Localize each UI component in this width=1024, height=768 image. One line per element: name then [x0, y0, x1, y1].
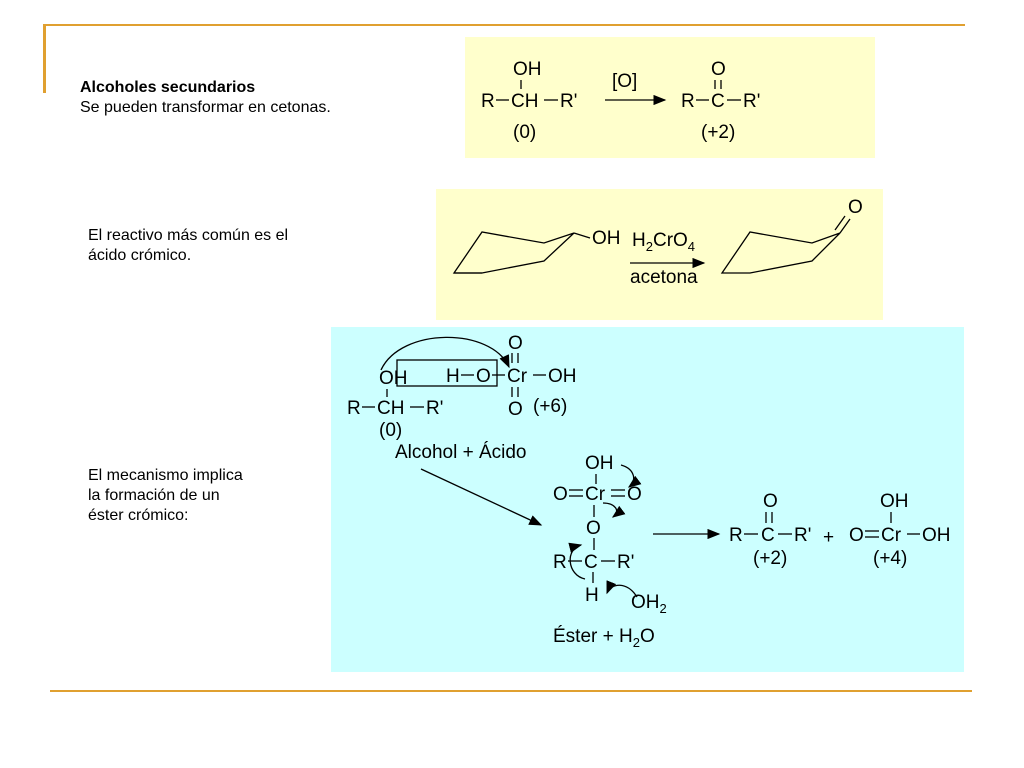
reactant-oxidation-state: (0) — [513, 122, 536, 143]
water-deprotonation-arrow — [606, 580, 638, 598]
acid-oxidation-state: (+6) — [533, 396, 567, 417]
plus-sign: + — [823, 527, 834, 548]
ester-oh: OH — [585, 453, 614, 474]
left-accent-bar — [43, 24, 46, 93]
ester-h: H — [585, 585, 599, 606]
cr4-oh: OH — [922, 525, 951, 546]
product-o: O — [711, 59, 726, 80]
cr4-oxidation-state: (+4) — [873, 548, 907, 569]
reactant-oh: OH — [513, 59, 542, 80]
top-divider — [43, 24, 965, 26]
cr4-cr: Cr — [881, 525, 902, 546]
cyclohexanone-ring — [720, 231, 841, 274]
mechanism-line-1: El mecanismo implica — [88, 467, 243, 484]
nucleophilic-attack-arrow — [380, 336, 510, 371]
ester-label: Éster + H2O — [553, 626, 655, 650]
section-description: Se pueden transformar en cetonas. — [80, 99, 331, 116]
product-r: R — [681, 91, 695, 112]
product-c: C — [711, 91, 725, 112]
section-secondary-alcohols: Alcoholes secundarios Se pueden transfor… — [80, 78, 331, 118]
product-oxidation-state: (+2) — [701, 122, 735, 143]
reagent-line-1: El reactivo más común es el — [88, 227, 289, 244]
mechanism-panel: OH R CH R' (0) H O Cr OH O O (+6) Alcoho… — [331, 327, 964, 672]
water: OH2 — [631, 592, 667, 616]
acid-h: H — [446, 366, 460, 387]
alcohol-oxidation-state: (0) — [379, 420, 402, 441]
ester-o-link: O — [586, 518, 601, 539]
solvent-label: acetona — [630, 267, 698, 288]
acid-bottom-o: O — [508, 399, 523, 420]
ketone-o: O — [763, 491, 778, 512]
product-r2: R' — [743, 91, 760, 112]
reactant-r2: R' — [560, 91, 577, 112]
mechanism-line-2: la formación de un — [88, 487, 220, 504]
chromic-acid-formula: H2CrO4 — [632, 230, 695, 254]
ketone-r2: R' — [794, 525, 811, 546]
proton-transfer-box — [396, 359, 498, 387]
electron-push-arrow-cr — [602, 502, 626, 518]
alcohol-ch: CH — [377, 398, 404, 419]
section-mechanism: El mecanismo implica la formación de un … — [88, 466, 243, 526]
ketone-r: R — [729, 525, 743, 546]
chromic-acid-panel: OH H2CrO4 acetona O — [436, 189, 883, 320]
acid-cr: Cr — [507, 366, 528, 387]
acid-top-o: O — [508, 333, 523, 354]
general-oxidation-panel: OH R CH R' (0) [O] O R C R' (+2) — [465, 37, 875, 158]
ketone-oxidation-state: (+2) — [753, 548, 787, 569]
alcohol-r: R — [347, 398, 361, 419]
cyclohexanol-oh: OH — [592, 228, 621, 249]
oxidant-label: [O] — [612, 71, 637, 92]
ester-cr: Cr — [585, 484, 606, 505]
ester-r2: R' — [617, 552, 634, 573]
acid-oh: OH — [548, 366, 577, 387]
reagent-line-2: ácido crómico. — [88, 247, 192, 264]
ester-o-left: O — [553, 484, 568, 505]
ester-o-right: O — [627, 484, 642, 505]
cyclohexanone-co-bond-b — [834, 215, 846, 231]
reactant-ch: CH — [511, 91, 538, 112]
mechanism-line-3: éster crómico: — [88, 507, 189, 524]
alcohol-oh: OH — [379, 368, 408, 389]
ester-formation-arrow — [420, 468, 543, 526]
ester-c: C — [584, 552, 598, 573]
alcohol-r2: R' — [426, 398, 443, 419]
section-reagent: El reactivo más común es el ácido crómic… — [88, 226, 288, 266]
step1-label: Alcohol + Ácido — [395, 442, 527, 463]
cyclohexanol-oh-bond — [573, 232, 591, 239]
ester-r: R — [553, 552, 567, 573]
cyclohexanone-co-bond-a — [839, 218, 851, 234]
electron-push-arrow-ch — [568, 542, 586, 580]
bottom-divider — [50, 690, 972, 692]
ketone-c: C — [761, 525, 775, 546]
cr4-o: O — [849, 525, 864, 546]
reactant-r: R — [481, 91, 495, 112]
cyclohexanol-ring — [452, 231, 575, 274]
electron-push-arrow-top — [620, 464, 642, 488]
cr4-top-oh: OH — [880, 491, 909, 512]
section-heading: Alcoholes secundarios — [80, 79, 256, 96]
cyclohexanone-o: O — [848, 197, 863, 218]
acid-o: O — [476, 366, 491, 387]
